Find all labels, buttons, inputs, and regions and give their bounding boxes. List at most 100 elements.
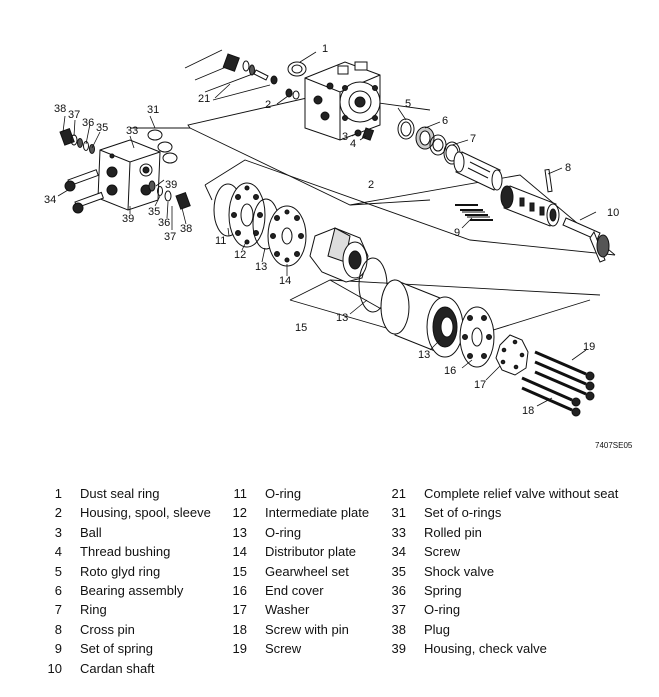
legend-number: 38 [391, 621, 406, 637]
legend-text: Ball [80, 524, 102, 540]
callout-2-lower: 2 [368, 179, 374, 191]
dust-seal-ring [287, 61, 307, 77]
callout-16: 16 [444, 365, 456, 377]
o-ring-set-31 [147, 129, 178, 164]
legend-text: Set of o-rings [424, 505, 502, 521]
end-cover [459, 306, 495, 368]
legend-text: Bearing assembly [80, 582, 184, 598]
legend-number: 33 [391, 524, 406, 540]
legend-text: Plug [424, 621, 451, 637]
callout-12: 12 [234, 249, 246, 261]
callout-36-lower: 36 [158, 217, 170, 229]
legend-text: Complete relief valve without seat [424, 486, 619, 501]
screws-19 [534, 350, 595, 401]
legend-item: 11 O-ring [225, 484, 369, 503]
callout-33: 33 [126, 125, 138, 137]
callout-37-upper: 37 [68, 109, 80, 121]
callout-5: 5 [405, 98, 411, 110]
legend-text: Roto glyd ring [80, 563, 161, 579]
legend-number: 34 [391, 544, 406, 560]
callout-37-lower: 37 [164, 231, 176, 243]
gearwheel-star [309, 227, 369, 283]
screw-34-lower [72, 191, 105, 214]
legend-item: 13 O-ring [225, 523, 369, 542]
relief-valve-assembly [222, 53, 278, 85]
legend-item: 37 O-ring [384, 600, 618, 619]
callout-14: 14 [279, 275, 291, 287]
callout-15: 15 [295, 322, 307, 334]
roto-glyd-ring [397, 118, 415, 140]
legend-text: Screw [424, 544, 461, 560]
shock-valve-lower-set [148, 180, 191, 210]
callout-19: 19 [583, 341, 595, 353]
legend-text: Dust seal ring [80, 486, 160, 501]
legend-text: Spring [424, 582, 462, 598]
cardan-shaft [562, 217, 610, 263]
legend-text: Distributor plate [265, 544, 357, 560]
legend-number: 12 [232, 505, 247, 521]
callout-38-upper: 38 [54, 103, 66, 115]
callout-39-right: 39 [165, 179, 177, 191]
callout-13-first: 13 [255, 261, 267, 273]
legend-item: 35 Shock valve [384, 562, 618, 581]
legend-text: Housing, spool, sleeve [80, 505, 211, 521]
washer-plate [495, 334, 529, 376]
legend-item: 34 Screw [384, 542, 618, 561]
legend-item: 21 Complete relief valve without seat [384, 484, 619, 503]
legend-number: 8 [54, 621, 62, 637]
legend-number: 21 [391, 486, 406, 501]
legend-number: 18 [232, 621, 247, 637]
callout-1: 1 [322, 43, 328, 55]
gearwheel-ring [380, 279, 464, 358]
legend-text: Ring [80, 602, 107, 618]
legend-number: 37 [391, 602, 406, 618]
callout-35-upper: 35 [96, 122, 108, 134]
legend-text: O-ring [265, 486, 302, 501]
legend-text: Thread bushing [80, 544, 171, 560]
callout-8: 8 [565, 162, 571, 174]
legend-item: 38 Plug [384, 620, 618, 639]
screws-18 [521, 376, 581, 417]
legend-number: 10 [47, 660, 62, 676]
legend-text: End cover [265, 582, 324, 598]
legend-item: 18 Screw with pin [225, 620, 369, 639]
legend-number: 31 [391, 505, 406, 521]
legend-number: 5 [54, 563, 62, 579]
legend-number: 3 [54, 524, 62, 540]
callout-13-second: 13 [336, 312, 348, 324]
callout-21: 21 [198, 93, 210, 105]
callout-6: 6 [442, 115, 448, 127]
legend-number: 35 [391, 563, 406, 579]
legend-text: Shock valve [424, 563, 495, 579]
callout-34: 34 [44, 194, 56, 206]
callout-17: 17 [474, 379, 486, 391]
legend-text: Screw with pin [265, 621, 349, 637]
intermediate-plate [228, 182, 266, 248]
exploded-view-diagram: 1 2 2 3 4 5 6 7 8 9 10 11 12 13 14 15 13… [44, 43, 619, 417]
leader-lines [57, 51, 597, 407]
legend-text: O-ring [265, 524, 302, 540]
bearing-assembly [415, 126, 447, 156]
legend-number: 11 [233, 486, 248, 501]
legend-number: 9 [54, 641, 62, 657]
legend-number: 19 [232, 641, 247, 657]
legend-text: O-ring [424, 602, 461, 618]
figure-code: 7407SE05 [595, 441, 633, 450]
spring-set [455, 204, 493, 221]
legend-number: 13 [232, 524, 247, 540]
